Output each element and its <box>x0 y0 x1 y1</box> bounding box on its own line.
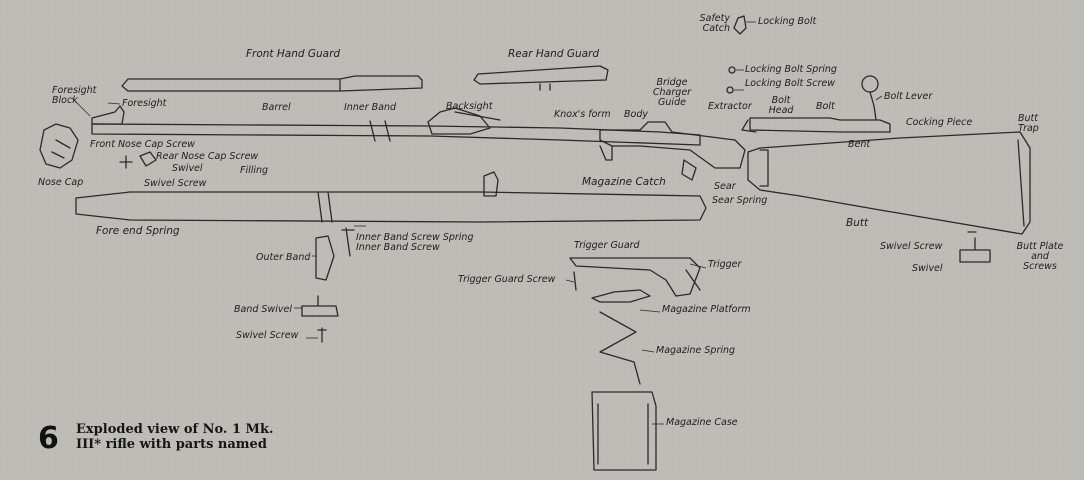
figure-caption-text: Exploded view of No. 1 Mk. III* rifle wi… <box>76 422 274 452</box>
rear-hand-guard-part <box>473 65 609 85</box>
label-locking-bolt-spring: Locking Bolt Spring <box>745 64 837 75</box>
label-backsight: Backsight <box>446 101 493 112</box>
butt-part <box>747 131 1031 235</box>
label-butt-trap: Butt Trap <box>1018 113 1039 134</box>
label-rear-nose-cap-screw: Rear Nose Cap Screw <box>156 151 259 162</box>
label-inner-band: Inner Band <box>344 102 397 113</box>
label-swivel-screw-bottom: Swivel Screw <box>236 330 299 341</box>
label-bolt: Bolt <box>816 101 835 112</box>
magazine-spring-part <box>599 311 641 385</box>
label-rear-hand-guard: Rear Hand Guard <box>508 48 600 60</box>
label-bolt-head: Bolt Head <box>768 95 794 116</box>
label-trigger-guard-screw: Trigger Guard Screw <box>458 274 556 285</box>
label-cocking-piece: Cocking Piece <box>906 117 973 128</box>
outer-band-part <box>315 235 335 281</box>
trigger-guard-part <box>569 257 701 297</box>
nose-cap-part <box>39 123 79 169</box>
label-foresight: Foresight <box>122 98 167 109</box>
front-hand-guard-part <box>121 75 423 92</box>
band-swivel-part <box>301 295 339 317</box>
label-inner-band-screw: Inner Band Screw <box>356 242 440 253</box>
figure-number: 6 <box>38 421 59 456</box>
label-fore-end-spring: Fore end Spring <box>96 225 180 237</box>
label-bolt-lever: Bolt Lever <box>884 91 933 102</box>
label-trigger: Trigger <box>708 259 742 270</box>
label-trigger-guard: Trigger Guard <box>574 240 640 251</box>
label-front-hand-guard: Front Hand Guard <box>246 48 341 60</box>
label-magazine-spring: Magazine Spring <box>656 345 736 356</box>
foresight-block-part <box>91 105 125 125</box>
label-swivel-right: Swivel <box>912 263 943 274</box>
label-body: Body <box>624 109 648 120</box>
figure-caption: 6 Exploded view of No. 1 Mk. III* rifle … <box>38 420 338 464</box>
label-bridge-charger-guide: Bridge Charger Guide <box>652 77 692 108</box>
label-sear: Sear <box>714 181 736 192</box>
label-safety-catch: Safety Catch <box>699 13 730 34</box>
backsight-part <box>427 107 491 135</box>
label-filling: Filling <box>240 165 269 176</box>
label-magazine-platform: Magazine Platform <box>662 304 751 315</box>
label-band-swivel: Band Swivel <box>234 304 292 315</box>
body-part <box>599 121 746 169</box>
magazine-case-part <box>591 391 657 471</box>
label-outer-band: Outer Band <box>256 252 311 263</box>
label-swivel-top: Swivel <box>172 163 203 174</box>
label-magazine-catch: Magazine Catch <box>582 176 666 188</box>
label-knoxs-form: Knox's form <box>554 109 611 120</box>
barrel-part <box>91 123 701 146</box>
label-locking-bolt: Locking Bolt <box>758 16 817 27</box>
label-sear-spring: Sear Spring <box>712 195 768 206</box>
label-front-nose-cap-screw: Front Nose Cap Screw <box>90 139 195 150</box>
label-bent: Bent <box>848 139 871 150</box>
fore-end-part <box>75 191 707 223</box>
label-barrel: Barrel <box>262 102 291 113</box>
label-swivel-screw-right: Swivel Screw <box>880 241 943 252</box>
label-butt: Butt <box>846 217 869 229</box>
label-swivel-screw-top: Swivel Screw <box>144 178 207 189</box>
label-nose-cap: Nose Cap <box>38 177 84 188</box>
label-extractor: Extractor <box>708 101 752 112</box>
magazine-platform-part <box>591 289 651 303</box>
label-inner-band-screw-spring: Inner Band Screw Spring <box>356 232 474 243</box>
bolt-part <box>749 117 891 133</box>
label-magazine-case: Magazine Case <box>666 417 738 428</box>
label-locking-bolt-screw: Locking Bolt Screw <box>745 78 836 89</box>
label-butt-plate-and-screws: Butt Plate and Screws <box>1016 241 1064 272</box>
label-foresight-block: Foresight Block <box>52 85 97 106</box>
